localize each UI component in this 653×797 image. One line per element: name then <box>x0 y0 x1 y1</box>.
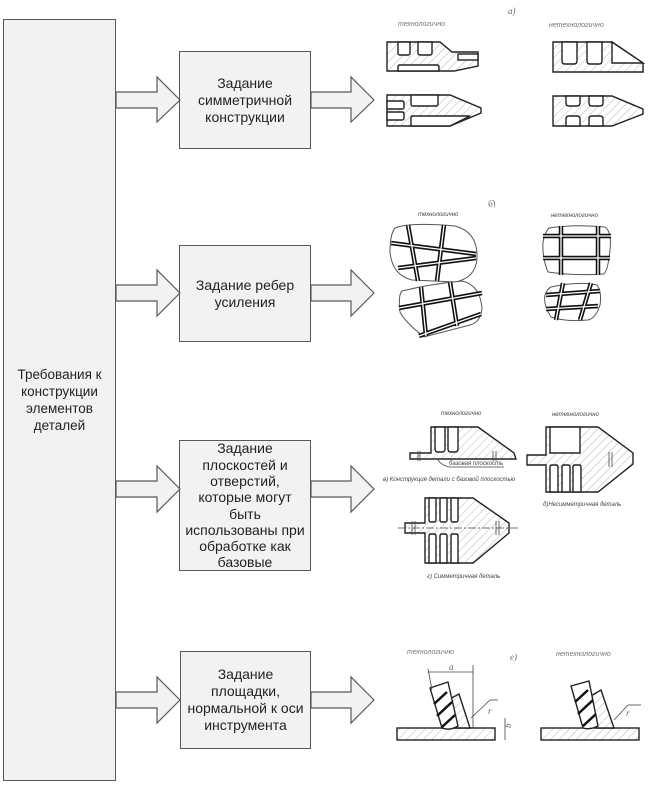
part-asymmetric: д)Несимметричная деталь <box>526 426 634 508</box>
illustration-base-surfaces: технологично нетехнологично базовая плос… <box>383 411 634 580</box>
label-good-b: технологично <box>418 212 459 218</box>
dim-r: r <box>488 706 492 716</box>
part-symmetric: г) Симметричная деталь <box>398 497 520 580</box>
label-bad-a: нетехнологично <box>549 22 604 29</box>
requirement-box-ribs: Задание ребер усиления <box>179 245 311 342</box>
arrow-root-to-normal-pad <box>115 675 181 725</box>
caption-v: в) Конструкция детали с базовой плоскост… <box>383 476 516 483</box>
dim-a: a <box>449 662 454 672</box>
dim-b: b <box>503 723 513 728</box>
part-good-bottom <box>386 94 482 127</box>
part-ribs-bad-bottom <box>544 282 602 322</box>
part-ribs-good-bottom <box>398 280 483 339</box>
dim-r-bad: r <box>626 708 630 718</box>
illustration-symmetric: а) технологично нетехнологично <box>386 6 646 127</box>
requirement-label: Задание площадки, нормальной к оси инстр… <box>187 666 304 733</box>
requirement-label: Задание плоскостей и отверстий, которые … <box>185 440 305 571</box>
base-plane-label: базовая плоскость <box>449 461 503 467</box>
part-bad-bottom <box>552 95 644 127</box>
requirement-box-base-surfaces: Задание плоскостей и отверстий, которые … <box>179 440 311 571</box>
arrow-ribs-to-illustration <box>310 268 375 318</box>
requirement-label: Задание ребер усиления <box>195 276 295 310</box>
label-bad-d: нетехнологично <box>556 651 611 658</box>
arrow-normal-pad-to-illustration <box>310 675 375 725</box>
arrow-root-to-symmetric <box>115 75 181 124</box>
caption-g: г) Симметричная деталь <box>427 574 500 580</box>
part-base-plane: базовая плоскость в) Конструкция детали … <box>383 426 517 483</box>
label-good-c: технологично <box>441 411 482 417</box>
label-good-a: технологично <box>398 21 445 28</box>
illustration-ribs: б) технологично нетехнологично <box>389 197 611 339</box>
part-pad-bad: r <box>540 680 641 741</box>
section-label-b: б) <box>486 197 496 209</box>
part-ribs-good-top <box>389 223 478 283</box>
part-ribs-bad-top <box>542 225 611 276</box>
label-bad-b: нетехнологично <box>551 213 599 219</box>
root-requirements-box: Требования к конструкции элементов детал… <box>3 19 116 781</box>
arrow-root-to-ribs <box>115 268 181 318</box>
section-label-d: е) <box>510 652 517 662</box>
part-bad-top <box>552 40 646 73</box>
requirement-label: Задание симметричной конструкции <box>197 74 293 125</box>
part-good-top <box>386 41 479 72</box>
requirement-box-normal-pad: Задание площадки, нормальной к оси инстр… <box>180 651 311 749</box>
caption-d: д)Несимметричная деталь <box>543 502 621 508</box>
illustration-normal-pad: технологично е) нетехнологично a r b <box>396 649 641 741</box>
arrow-root-to-base-surfaces <box>115 464 181 514</box>
part-pad-good: a r b <box>396 662 513 741</box>
label-bad-c: нетехнологично <box>552 412 600 418</box>
arrow-base-surfaces-to-illustration <box>310 464 375 514</box>
root-requirements-label: Требования к конструкции элементов детал… <box>17 367 102 433</box>
section-label-a: а) <box>508 6 516 16</box>
requirement-box-symmetric: Задание симметричной конструкции <box>179 51 311 149</box>
arrow-symmetric-to-illustration <box>310 75 375 124</box>
label-good-d: технологично <box>407 649 454 656</box>
